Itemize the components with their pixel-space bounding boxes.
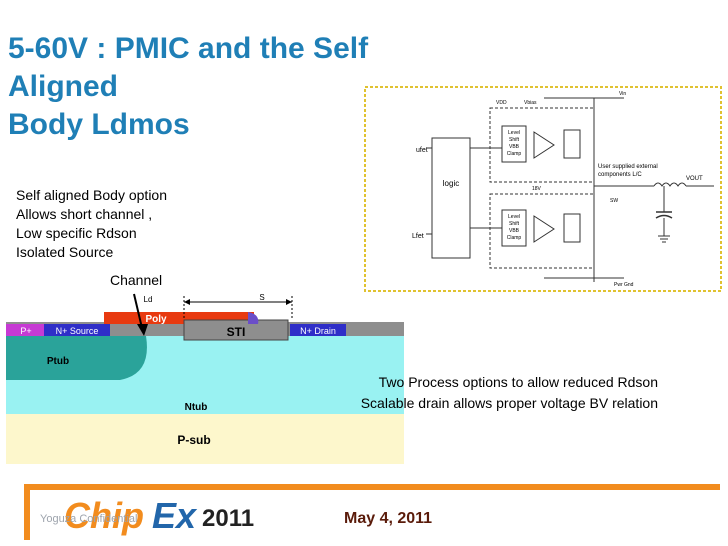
p-plus-region [6,324,44,336]
sti-region [183,319,289,341]
footer-frame [24,484,720,540]
lfet-label: Lfet [412,233,424,240]
n-plus-source-label: N+ Source [56,326,99,336]
level-shift-top-text-3: VBB [509,144,520,150]
vbias-label: Vbias [524,100,537,106]
ptub-region [6,336,147,380]
level-shift-bottom-text-1: Level [508,214,520,220]
footer-bar [24,484,720,540]
note-line-1: Two Process options to allow reduced Rds… [378,374,658,390]
chipex-logo: Chip Ex 2011 [56,490,278,536]
top-fet [563,129,581,159]
poly-label: Poly [145,314,167,325]
sw-label: SW [610,198,618,204]
p-sub-label: P-sub [177,433,210,447]
p-plus-label: P+ [20,326,31,336]
level-shift-top-text-4: Clamp [507,151,522,157]
slide-title: 5-60V : PMIC and the Self Aligned Body L… [8,30,468,144]
process-note: Two Process options to allow reduced Rds… [296,372,658,414]
bullet-4: Isolated Source [16,244,114,260]
inductor-symbol [653,182,687,187]
level-shift-top-text-1: Level [508,130,520,136]
logo-year: 2011 [202,505,254,532]
logic-block [431,137,471,259]
s-arrow-left [184,299,190,305]
title-line-3: Body Ldmos [8,108,190,141]
vin-label: Vin [619,91,626,97]
bottom-amplifier [533,215,555,243]
ptub-label: Ptub [47,356,69,367]
n-plus-source-region [44,324,110,336]
pwr-gnd-label: Pwr Gnd [614,282,634,288]
sti-label: STI [227,325,246,339]
ufet-label: ufet [416,147,428,154]
ld-label: Ld [144,295,153,304]
logo-background [56,490,278,536]
channel-arrow-head [137,324,148,336]
vout-label: VOUT [686,176,703,182]
bullet-2: Allows short channel , [16,206,153,222]
title-line-2: Aligned [8,70,118,103]
p-sub-region [6,414,404,464]
vdd-label: VDD [496,100,507,106]
level-shift-bottom-text-4: Clamp [507,235,522,241]
presentation-date: May 4, 2011 [344,510,433,527]
top-amplifier [533,131,555,159]
title-line-1: 5-60V : PMIC and the Self [8,32,369,65]
logo-text-chip: Chip [64,495,144,536]
capacitor-plate-bottom [655,214,673,219]
v18-label: 18V [532,186,542,192]
user-supplied-label-2: components L/C [598,172,642,178]
level-shift-top [501,125,527,163]
s-arrow-right [286,299,292,305]
circuit-border [364,86,722,292]
s-label: S [259,293,264,302]
channel-label: Channel [110,272,163,288]
bullet-3: Low specific Rdson [16,225,137,241]
user-supplied-label-1: User supplied external [598,164,658,170]
n-plus-drain-region [290,324,346,336]
logo-text-ex: Ex [152,495,198,536]
level-shift-bottom [501,209,527,247]
gate-spacer [248,312,259,324]
note-line-2: Scalable drain allows proper voltage BV … [360,395,658,411]
channel-arrow-shaft [133,293,143,329]
level-shift-bottom-text-3: VBB [509,228,520,234]
pmic-circuit-diagram: logic ufet Lfet Level Shift VBB Clamp Le… [364,86,722,292]
n-plus-drain-label: N+ Drain [300,326,336,336]
bottom-fet [563,213,581,243]
ldmos-cross-section: P+ N+ Source Poly STI N+ Drain Ptub Ntub… [6,293,404,464]
level-shift-top-text-2: Shift [509,137,520,143]
level-shift-bottom-text-2: Shift [509,221,520,227]
bullet-list: Self aligned Body option Allows short ch… [16,186,167,262]
ntub-label: Ntub [185,402,208,413]
bullet-1: Self aligned Body option [16,187,167,203]
confidential-text: Yoguza Confidential [40,513,138,525]
logic-label: logic [443,179,459,188]
